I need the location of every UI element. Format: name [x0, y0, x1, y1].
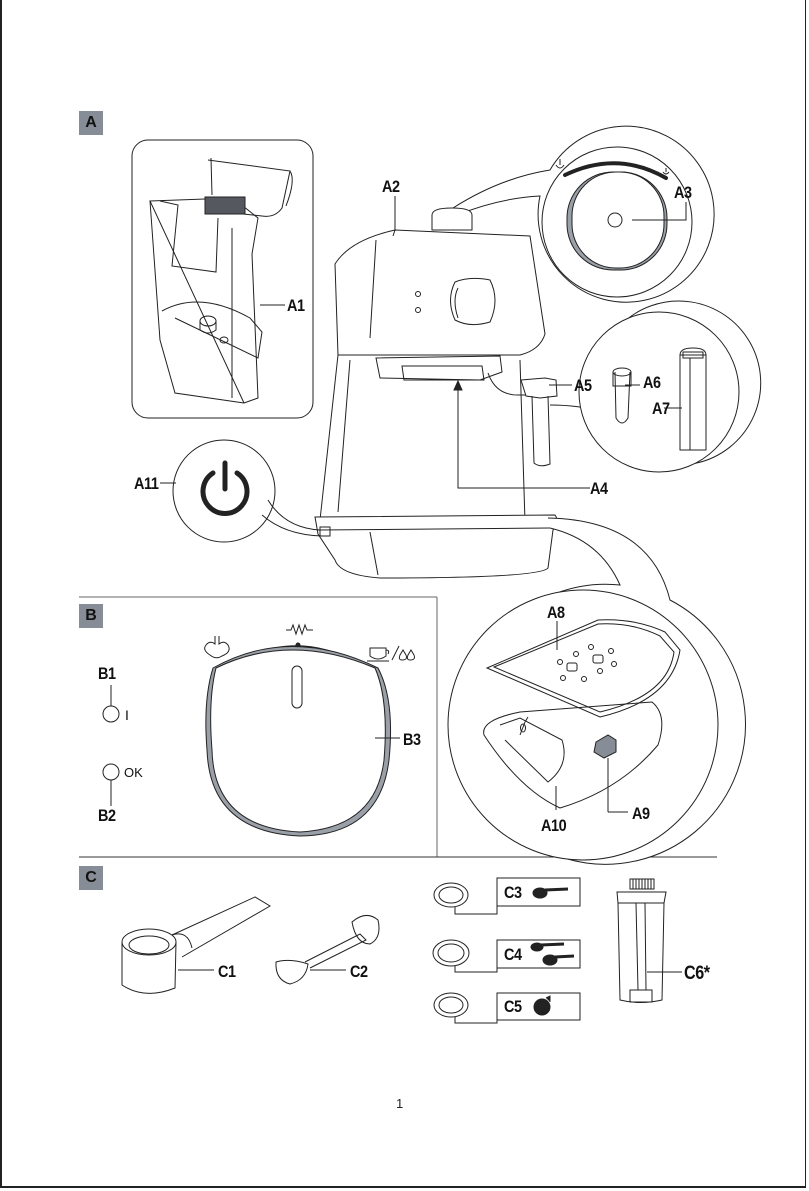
coffee-hot-water-icon	[367, 646, 415, 661]
portafilter-illustration	[122, 897, 270, 993]
pod-icon	[534, 996, 550, 1015]
power-icon	[200, 460, 250, 516]
label-a4: A4	[590, 479, 608, 498]
label-b1: B1	[98, 664, 116, 683]
label-c5: C5	[504, 997, 522, 1016]
label-c1: C1	[218, 962, 236, 981]
drip-tray-callout-bubble	[448, 518, 745, 864]
single-dose-icon	[533, 888, 568, 898]
frother-callout-bubble	[550, 301, 761, 472]
label-a6: A6	[643, 373, 661, 392]
label-a11: A11	[134, 474, 159, 493]
label-a10: A10	[541, 816, 567, 835]
label-c4: C4	[504, 945, 522, 964]
section-tag-c: C	[79, 866, 103, 890]
water-filter-illustration	[617, 879, 682, 1003]
button2-symbol: OK	[124, 765, 143, 780]
label-a1: A1	[287, 296, 305, 315]
label-a2: A2	[382, 177, 400, 196]
dial-illustration	[103, 625, 415, 836]
label-c6: C6*	[684, 963, 710, 984]
knob-callout-bubble	[453, 126, 714, 302]
leader-lines	[260, 196, 682, 408]
filter-baskets-illustration	[433, 878, 580, 1023]
espresso-machine-body	[315, 208, 590, 578]
label-a8: A8	[547, 603, 565, 622]
label-a9: A9	[632, 804, 650, 823]
label-c2: C2	[350, 962, 368, 981]
section-tag-a: A	[79, 111, 103, 135]
label-a3: A3	[674, 183, 692, 202]
label-a7: A7	[652, 399, 670, 418]
steam-icon	[205, 636, 229, 658]
measuring-scoop-illustration	[276, 915, 379, 984]
label-b3: B3	[403, 730, 421, 749]
label-a5: A5	[574, 376, 592, 395]
double-dose-icon	[531, 943, 574, 965]
section-tag-b: B	[79, 604, 103, 628]
label-c3: C3	[504, 883, 522, 902]
label-b2: B2	[98, 806, 116, 825]
water-tank-illustration	[132, 140, 313, 418]
heating-icon	[286, 625, 313, 634]
page-number: 1	[396, 1096, 404, 1111]
button1-symbol: I	[125, 707, 129, 723]
